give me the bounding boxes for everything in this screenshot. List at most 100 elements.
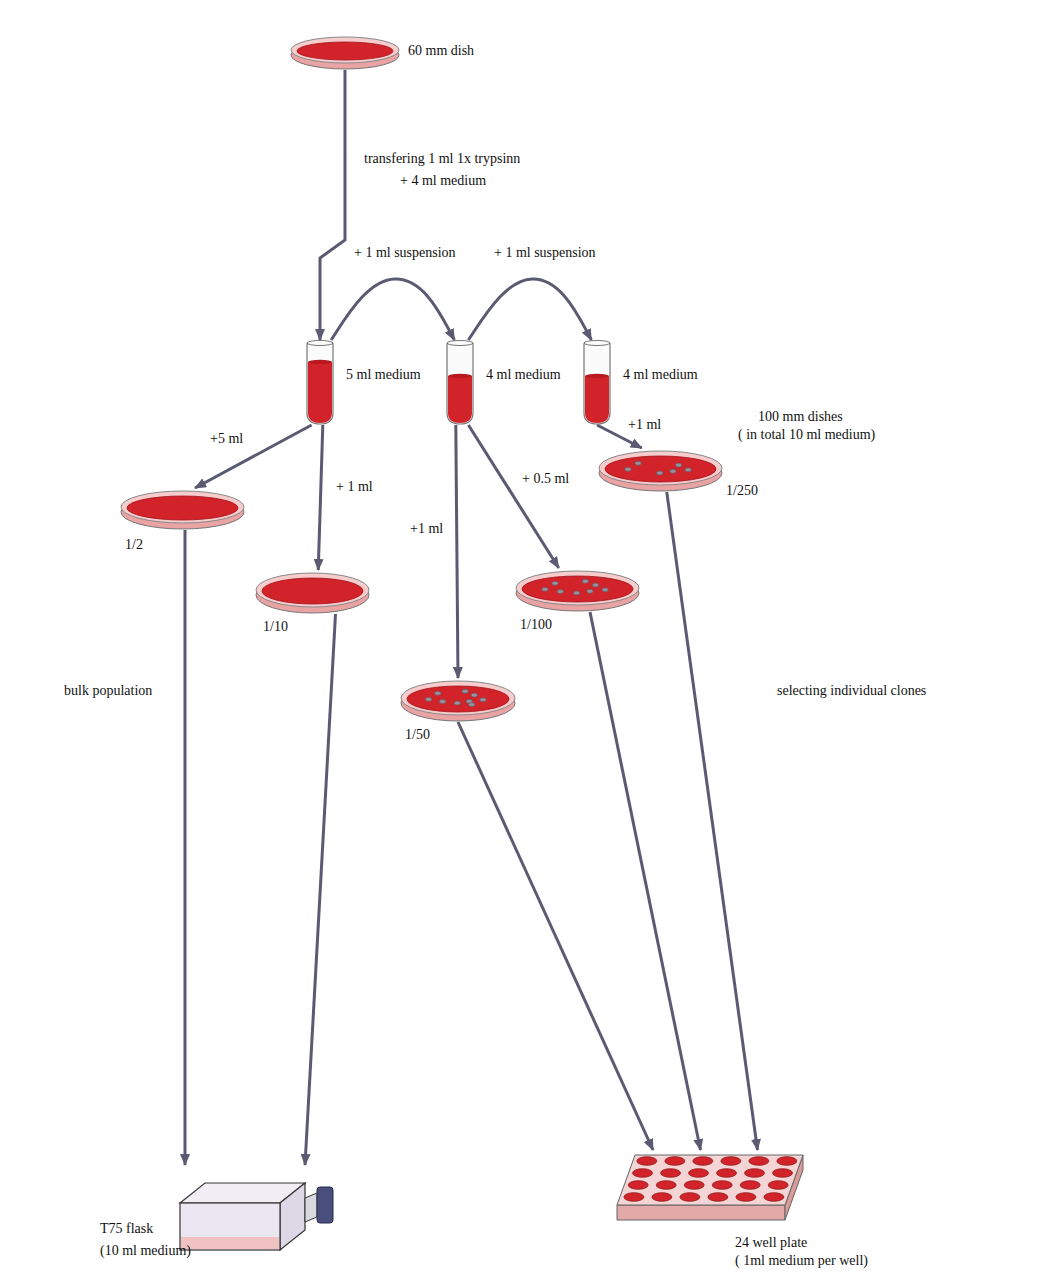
dish-rim (256, 573, 369, 607)
transfer-arrow (318, 425, 323, 570)
tube-rim (307, 341, 333, 346)
dilution-tube: 4 ml medium (446, 340, 474, 425)
plate-well (684, 1181, 704, 1190)
node-label: ( in total 10 ml medium) (738, 426, 875, 443)
dish-rim (291, 37, 399, 63)
transfer-arrow (590, 612, 701, 1150)
cell-clone (602, 588, 608, 592)
culture-dish-shape (255, 570, 370, 614)
transfer-arrow (667, 492, 758, 1150)
node-label: 5 ml medium (346, 366, 421, 383)
node-label: 1/2 (125, 536, 143, 553)
cell-clone (685, 468, 691, 472)
cell-clone (582, 579, 588, 583)
plate-well (736, 1193, 756, 1202)
plate-well (665, 1157, 685, 1166)
culture-dish: 1/2 (120, 488, 245, 530)
well-plate: 24 well plate( 1ml medium per well) (615, 1150, 805, 1230)
cell-clone (462, 689, 468, 693)
node-label: 100 mm dishes (758, 408, 843, 425)
cell-clone (471, 693, 477, 697)
culture-dish: 1/250100 mm dishes( in total 10 ml mediu… (598, 448, 723, 492)
node-label: T75 flask (100, 1220, 153, 1237)
flask-cap (317, 1187, 333, 1223)
plate-well (628, 1181, 648, 1190)
meniscus (308, 360, 332, 364)
plate-well (717, 1169, 737, 1178)
plate-well (633, 1169, 653, 1178)
culture-dish-shape (120, 488, 245, 530)
culture-dish: 60 mm dish (290, 34, 400, 70)
transfer-arrow (320, 70, 345, 340)
dilution-tube-shape (306, 340, 334, 425)
cell-clone (542, 587, 548, 591)
cell-clone (425, 697, 431, 701)
plate-well (708, 1193, 728, 1202)
flask-neck (305, 1193, 317, 1222)
dish-rim (599, 451, 722, 485)
cell-clone (625, 467, 631, 471)
plate-well (624, 1193, 644, 1202)
transfer-arrow (468, 279, 591, 340)
culture-medium (262, 578, 363, 604)
cell-clone (592, 583, 598, 587)
cell-clone (574, 591, 580, 595)
dish-base (516, 575, 639, 611)
node-label: 1/100 (520, 616, 552, 633)
plate-well (652, 1193, 672, 1202)
culture-medium (127, 496, 238, 520)
dilution-tube-shape (583, 340, 611, 425)
edge-label: + 1 ml (334, 478, 375, 495)
tube-medium (448, 376, 472, 423)
culture-medium (522, 576, 633, 602)
cell-clone (657, 471, 663, 475)
culture-dish-shape (290, 34, 400, 70)
dish-base (291, 41, 399, 69)
cell-clone (454, 701, 460, 705)
plate-well (764, 1193, 784, 1202)
plate-well (749, 1157, 769, 1166)
annotation-label: + 4 ml medium (398, 172, 488, 189)
tube-glass (584, 343, 610, 424)
cell-clone (469, 703, 475, 707)
edge-label: + 0.5 ml (520, 470, 571, 487)
edge-label: +1 ml (408, 520, 445, 537)
flask-side (280, 1183, 305, 1250)
plate-well (656, 1181, 676, 1190)
plate-well (768, 1181, 788, 1190)
transfer-arrow (456, 425, 458, 678)
plate-well (637, 1157, 657, 1166)
transfer-arrow (468, 425, 558, 568)
plate-well (712, 1181, 732, 1190)
meniscus (585, 374, 609, 378)
dilution-tube: 5 ml medium (306, 340, 334, 425)
node-label: 4 ml medium (486, 366, 561, 383)
tube-glass (307, 343, 333, 424)
culture-dish-shape (515, 568, 640, 612)
plate-well (745, 1169, 765, 1178)
node-label: 4 ml medium (623, 366, 698, 383)
transfer-arrow (184, 530, 187, 1165)
plate-well (721, 1157, 741, 1166)
tube-medium (308, 362, 332, 423)
dish-rim (516, 571, 639, 605)
annotation-label: bulk population (62, 682, 154, 699)
tube-glass (447, 343, 473, 424)
t75-flask-shape (95, 1165, 335, 1255)
culture-medium (407, 686, 509, 712)
culture-dish: 1/100 (515, 568, 640, 612)
culture-dish: 1/50 (400, 678, 516, 722)
cell-clone (670, 469, 676, 473)
culture-medium (297, 42, 393, 60)
cell-clone (675, 463, 681, 467)
culture-dish-shape (598, 448, 723, 492)
transfer-arrow (331, 279, 454, 340)
tube-rim (584, 341, 610, 346)
dilution-tube: 4 ml medium (583, 340, 611, 425)
flask-front (180, 1203, 280, 1250)
dish-base (599, 455, 722, 491)
transfer-arrow (458, 722, 653, 1150)
cell-clone (635, 461, 641, 465)
cell-clone (435, 691, 441, 695)
culture-dish: 1/10 (255, 570, 370, 614)
